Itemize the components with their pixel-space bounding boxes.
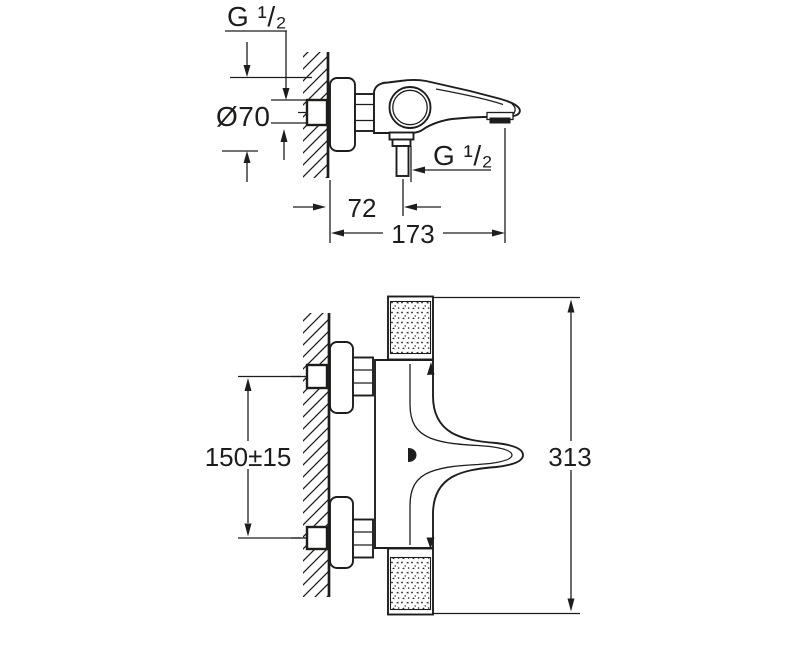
inlet-union-top (305, 341, 374, 414)
control-knob-outer (388, 86, 432, 129)
faucet-plan-view (305, 295, 524, 616)
handle-marker-bottom (426, 537, 435, 549)
handle-marker-top (427, 362, 435, 375)
control-knob-inner (392, 89, 428, 126)
rosette-diameter-label: Ø70 (216, 101, 270, 132)
handle-bottom (387, 547, 434, 616)
escutcheon-rosette (329, 77, 356, 152)
dim-72: 72 (348, 193, 377, 223)
hex-union-nut (354, 93, 375, 132)
inlet-union-bottom (305, 496, 374, 569)
faucet-side-view (305, 77, 521, 177)
dim-313: 313 (548, 442, 591, 472)
plan-view-dimensions (238, 296, 580, 615)
shower-outlet-pipe (388, 131, 415, 177)
wall-hatch (303, 313, 329, 597)
faucet-body-plan (374, 359, 524, 549)
side-view-dimensions (222, 30, 506, 243)
spout-contour-line (435, 88, 504, 106)
dim-173: 173 (391, 219, 434, 249)
handle-top (387, 295, 434, 361)
aerator (486, 111, 514, 124)
spout-inner-contour (409, 364, 513, 545)
wall-union-pipe-stub (305, 98, 329, 127)
plan-view: 150±15 313 (205, 295, 592, 616)
spout-nose-line (511, 103, 516, 115)
side-view: G ¹/₂ Ø70 G ¹/₂ 72 173 (216, 1, 521, 249)
aerator-dot (408, 448, 417, 462)
shower-thread-label: G ¹/₂ (433, 140, 493, 171)
dim-150: 150±15 (205, 442, 292, 472)
wall-section-plan (303, 313, 331, 597)
thread-label-top: G ¹/₂ (227, 1, 287, 32)
